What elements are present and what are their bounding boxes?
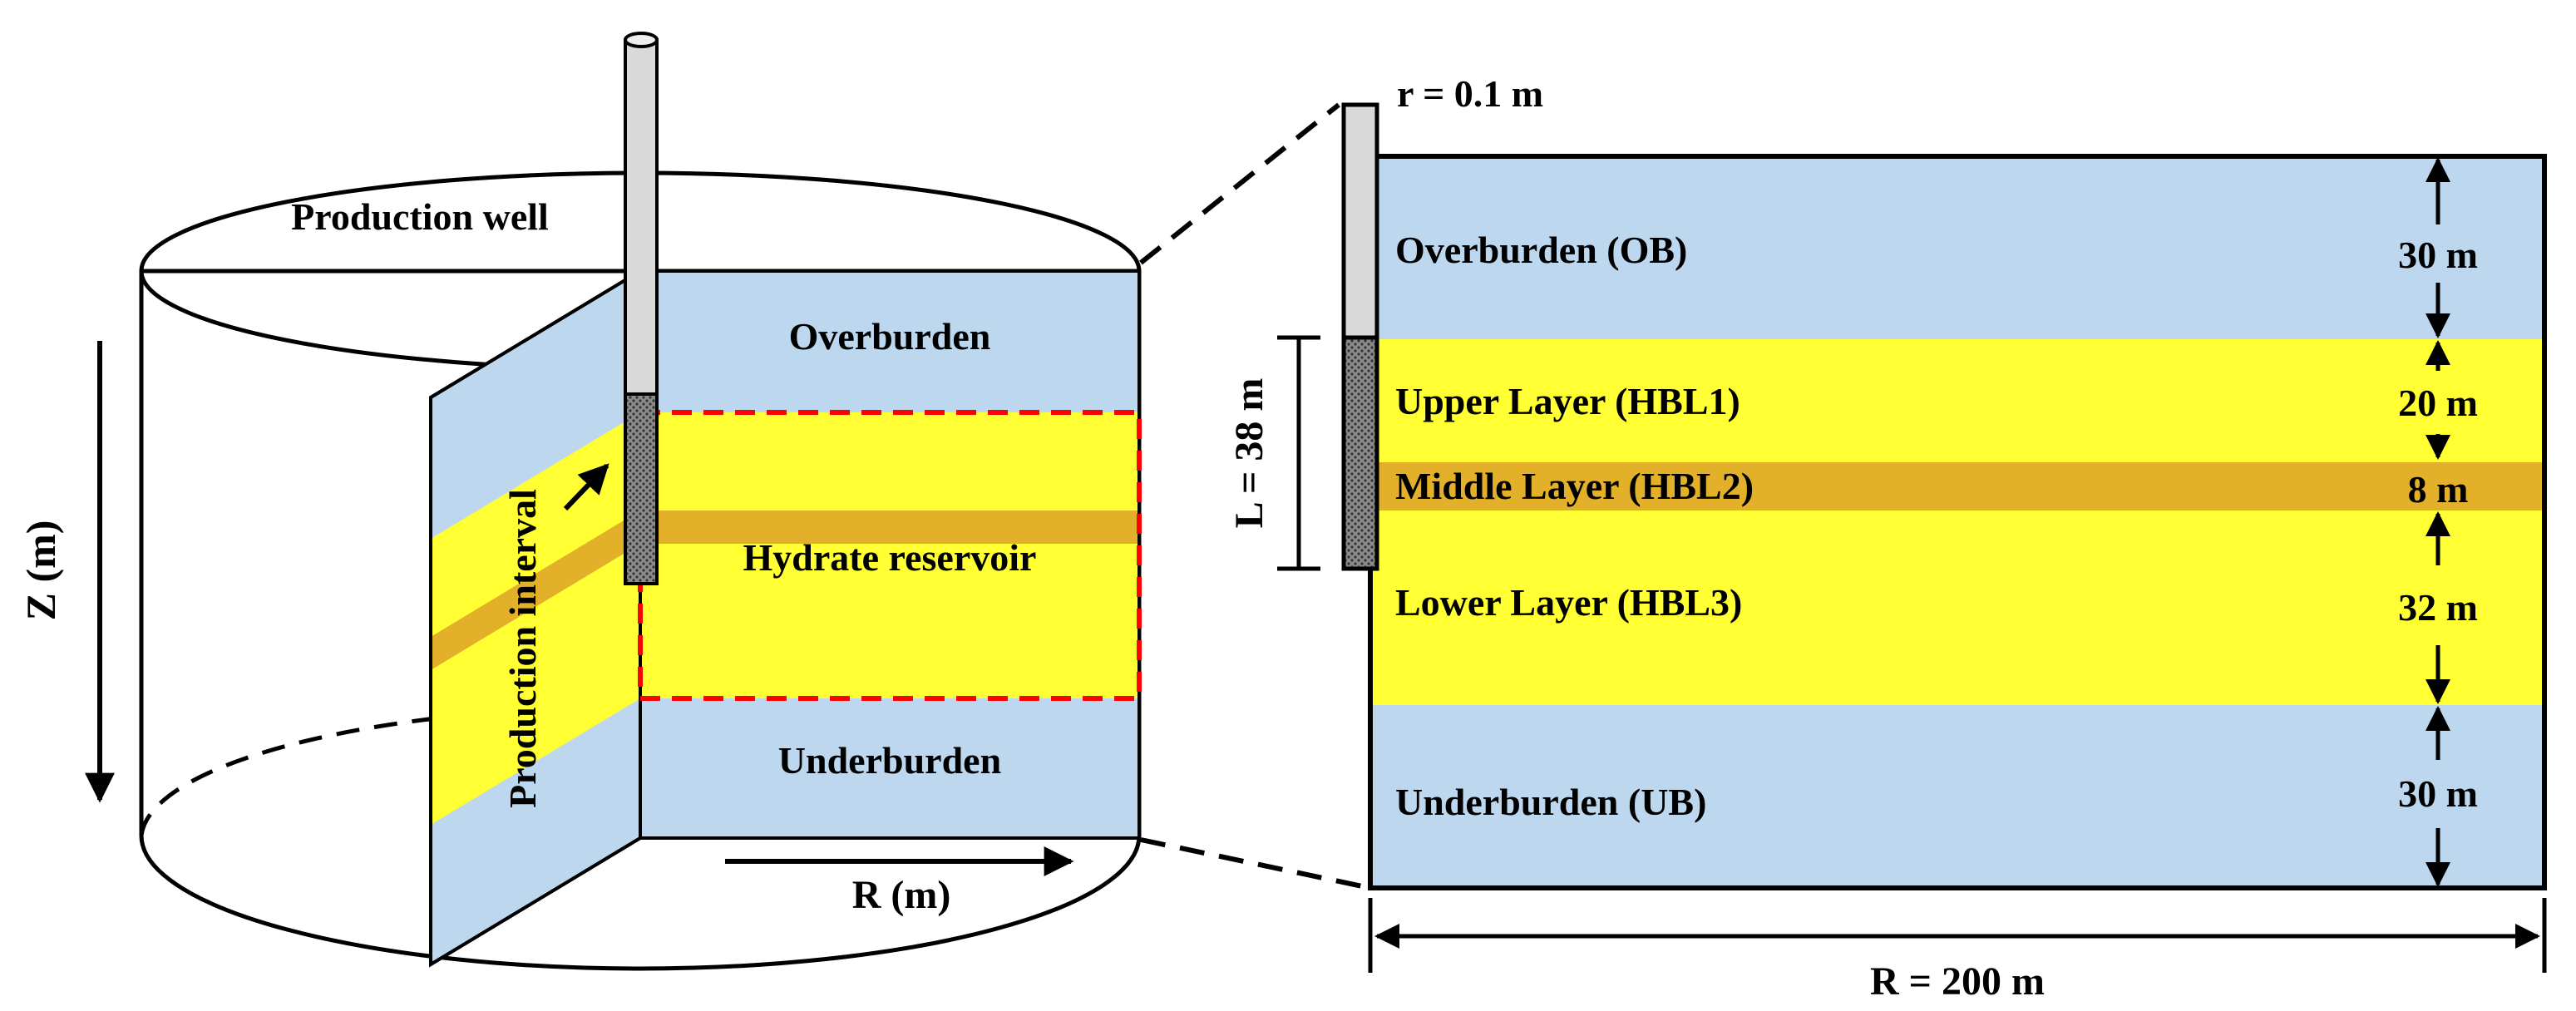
right-well-interval <box>1341 335 1379 571</box>
right-well-pipe <box>1341 102 1379 340</box>
z-axis-label: Z (m) <box>17 520 64 621</box>
hydrate-reservoir-label: Hydrate reservoir <box>743 536 1037 579</box>
interval-length-label: L = 38 m <box>1227 378 1271 529</box>
layer-label-hbl2: Middle Layer (HBL2) <box>1395 465 1754 507</box>
front-plane-hydrate <box>640 412 1139 698</box>
layer-label-hbl3: Lower Layer (HBL3) <box>1395 581 1742 624</box>
connector-bottom-dashed <box>1140 837 1371 890</box>
r-axis-label: R (m) <box>852 873 951 917</box>
connector-top-dashed <box>1139 102 1340 265</box>
front-plane-middle <box>640 510 1139 544</box>
radius-label: R = 200 m <box>1870 959 2045 1004</box>
layer-overburden <box>1370 156 2544 339</box>
thickness-ub: 30 m <box>2398 772 2478 815</box>
layer-middle-hbl2 <box>1370 462 2544 510</box>
underburden-label: Underburden <box>778 739 1001 782</box>
side-plane-middle <box>431 510 640 670</box>
overburden-label: Overburden <box>789 315 991 358</box>
left-3d-cylinder: Production well Overburden Hydrate reser… <box>17 32 1142 971</box>
right-2d-domain: L = 38 m r = 0.1 m Overburden (OB) Upper… <box>1227 72 2547 1004</box>
well-radius-label: r = 0.1 m <box>1397 72 1543 115</box>
thickness-ob: 30 m <box>2398 234 2478 276</box>
front-plane-overburden <box>640 271 1139 412</box>
production-well-pipe <box>624 38 659 396</box>
production-interval-segment <box>624 392 659 585</box>
layer-label-hbl1: Upper Layer (HBL1) <box>1395 380 1740 422</box>
thickness-hbl1: 20 m <box>2398 382 2478 424</box>
side-plane-hydrate <box>431 412 640 825</box>
production-interval-arrow <box>563 463 609 511</box>
front-plane-underburden <box>640 698 1139 838</box>
layer-underburden <box>1370 705 2544 888</box>
production-interval-label: Production interval <box>501 489 544 808</box>
layer-lower-hbl3 <box>1370 510 2544 705</box>
layer-label-ub: Underburden (UB) <box>1395 781 1706 823</box>
production-well-label: Production well <box>291 195 549 238</box>
layer-upper-hbl1 <box>1370 339 2544 462</box>
production-well-top <box>624 32 659 48</box>
layer-label-ob: Overburden (OB) <box>1395 229 1687 271</box>
thickness-hbl2: 8 m <box>2408 468 2469 510</box>
thickness-hbl3: 32 m <box>2398 586 2478 629</box>
cylinder-bottom-front <box>139 835 1142 971</box>
